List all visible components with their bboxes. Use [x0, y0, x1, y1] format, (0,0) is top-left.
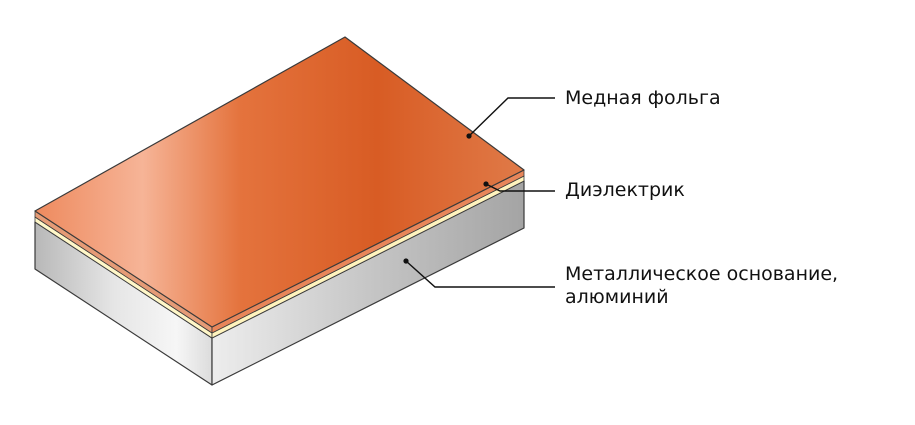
leader-line-copper: [468, 97, 555, 137]
leader-dot-copper: [466, 133, 472, 139]
metal-base-label-line1: Металлическое основание,: [565, 263, 839, 285]
leader-line-base: [405, 260, 555, 288]
metal-base-label: Металлическое основание, алюминий: [565, 263, 838, 309]
copper-foil-label: Медная фольга: [565, 87, 721, 109]
copper-top-face: [34, 36, 525, 328]
leader-dot-base: [403, 258, 409, 264]
leader-dot-dielectric: [483, 181, 489, 187]
metal-base-label-line2: алюминий: [565, 286, 669, 308]
leader-line-dielectric: [485, 183, 555, 192]
dielectric-label: Диэлектрик: [565, 179, 685, 201]
